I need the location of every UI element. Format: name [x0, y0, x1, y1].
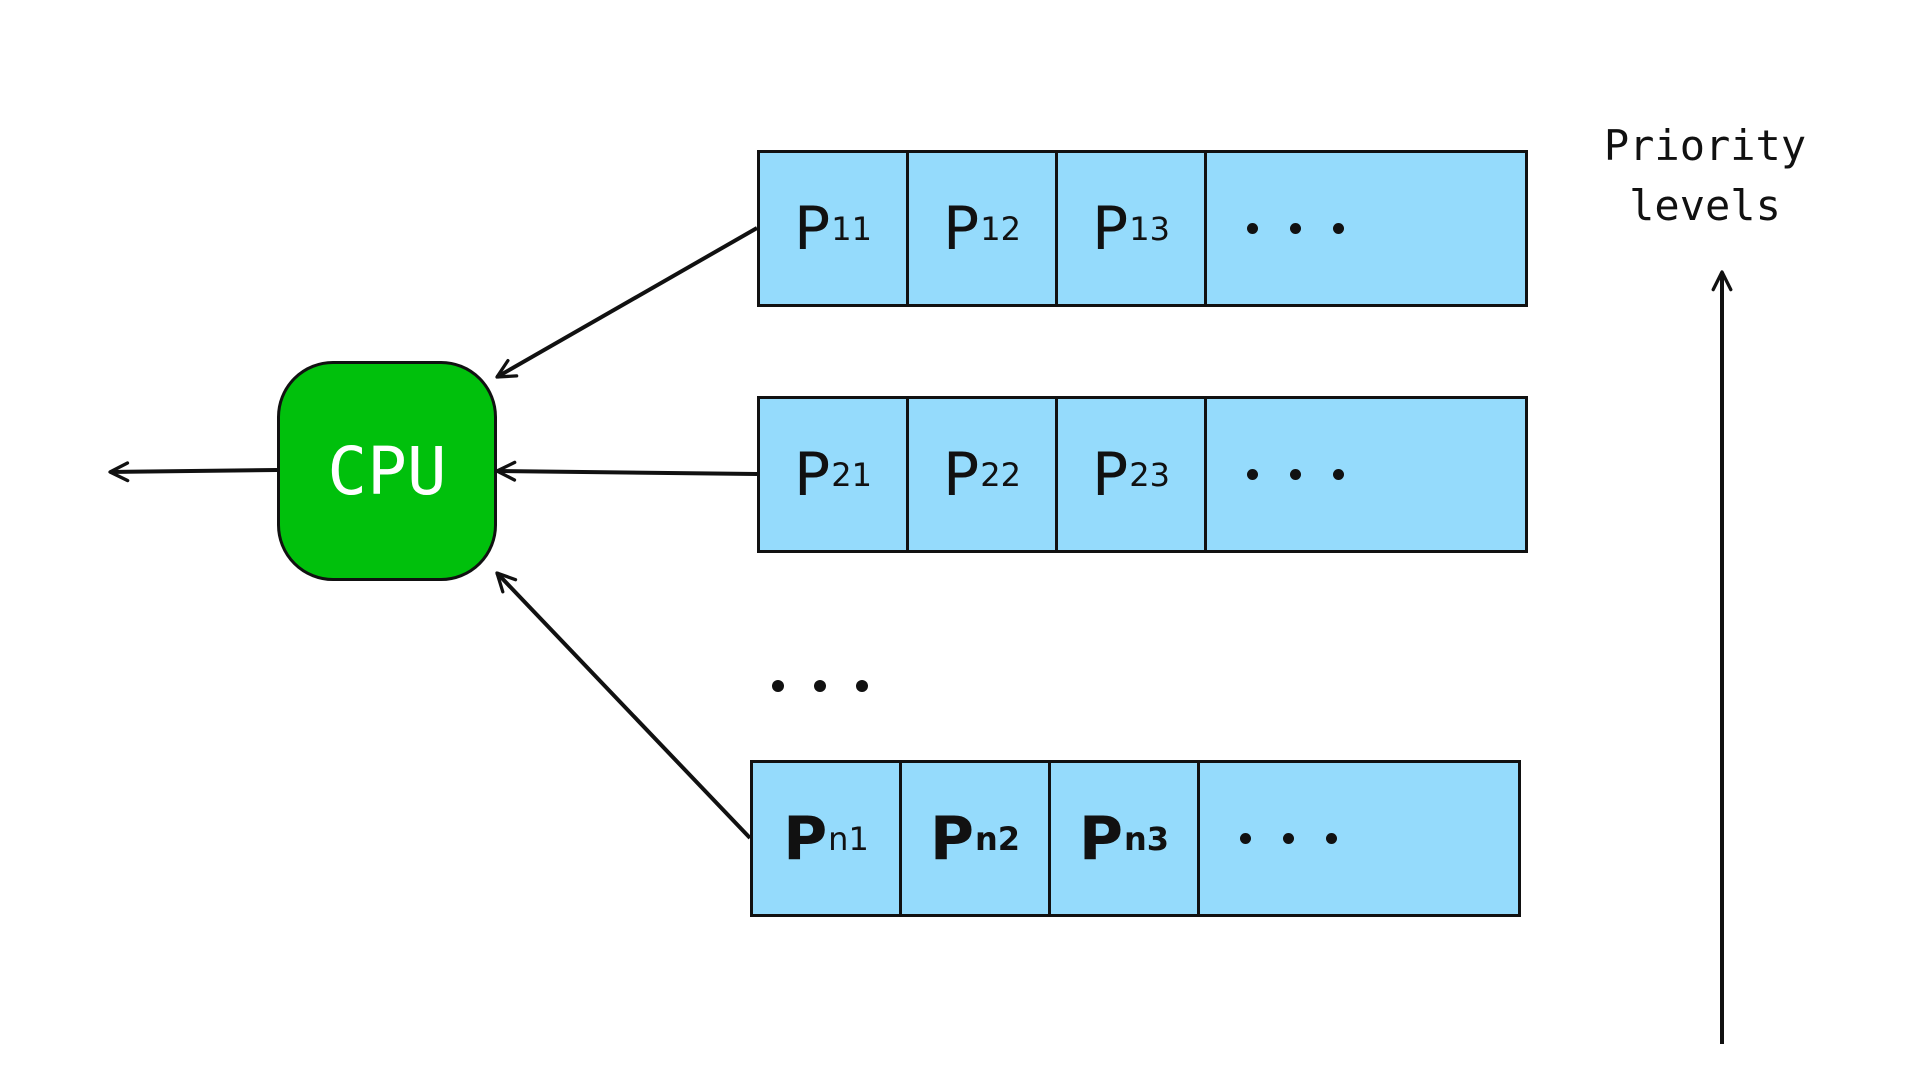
- process-subscript: 11: [831, 209, 872, 248]
- process-subscript: 23: [1129, 455, 1170, 494]
- process-subscript: n1: [828, 819, 869, 858]
- queue-ellipsis: [772, 680, 868, 692]
- ellipsis-icon: [1247, 223, 1344, 234]
- queue-2-to-cpu-arrow: [495, 460, 758, 482]
- ellipsis-icon: [1240, 833, 1337, 844]
- process-label: P: [1078, 803, 1123, 874]
- process-label: P: [794, 439, 831, 510]
- process-label: P: [943, 193, 980, 264]
- priority-levels-label: Priority levels: [1603, 121, 1807, 230]
- process-label: P: [783, 803, 828, 874]
- queue-1-to-cpu-arrow: [495, 226, 758, 379]
- process-subscript: n3: [1123, 819, 1170, 858]
- ellipsis-icon: [1247, 469, 1344, 480]
- cpu-node: CPU: [277, 361, 497, 581]
- cpu-output-arrow: [108, 461, 278, 483]
- process-subscript: 12: [980, 209, 1021, 248]
- queue-n-to-cpu-arrow: [495, 571, 752, 840]
- cpu-label: CPU: [327, 432, 447, 510]
- process-label: P: [929, 803, 974, 874]
- queue-more-cell: [1207, 153, 1525, 304]
- process-label: P: [943, 439, 980, 510]
- process-label: P: [794, 193, 831, 264]
- process-subscript: 13: [1129, 209, 1170, 248]
- queue-more-cell: [1200, 763, 1518, 914]
- process-label: P: [1092, 439, 1129, 510]
- queue-more-cell: [1207, 399, 1525, 550]
- process-subscript: 22: [980, 455, 1021, 494]
- process-subscript: n2: [974, 819, 1021, 858]
- process-subscript: 21: [831, 455, 872, 494]
- process-label: P: [1092, 193, 1129, 264]
